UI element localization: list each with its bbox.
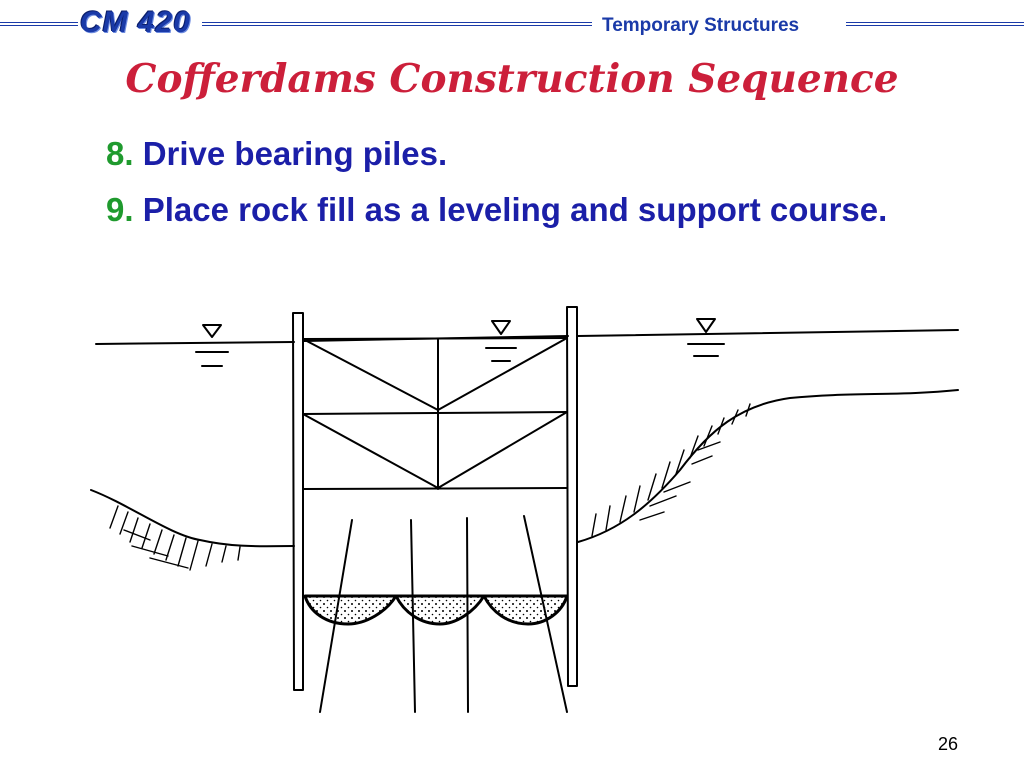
header-rule-right [846,22,1024,26]
sheet-pile-left [292,312,304,691]
water-surface [95,329,959,345]
water-level-symbol-left [195,324,229,367]
rock-fill [303,594,569,626]
bullet-number: 8. [106,135,134,172]
header-rule-middle [202,22,592,26]
course-logo: CM 420 [80,6,192,39]
slide-title: Cofferdams Construction Sequence [125,56,899,102]
page-number: 26 [938,734,959,754]
water-level-symbol-right [687,318,725,357]
sheet-pile-right [566,306,578,687]
water-level-symbol-center [485,320,517,362]
bullet-item: 8. Drive bearing piles. [106,132,956,176]
bullet-text: Place rock fill as a leveling and suppor… [142,191,888,228]
bullet-item: 9. Place rock fill as a leveling and sup… [106,188,956,232]
riverbed-right [577,389,959,543]
course-name: Temporary Structures [602,15,800,36]
bullet-number: 9. [106,191,134,228]
riverbed-left [90,489,295,571]
cofferdam-diagram [90,306,959,713]
bullet-text: Drive bearing piles. [142,135,448,172]
header-rule-left [0,22,78,26]
bullet-list: 8. Drive bearing piles. 9. Place rock fi… [106,132,956,244]
bracing-frame [302,337,568,490]
